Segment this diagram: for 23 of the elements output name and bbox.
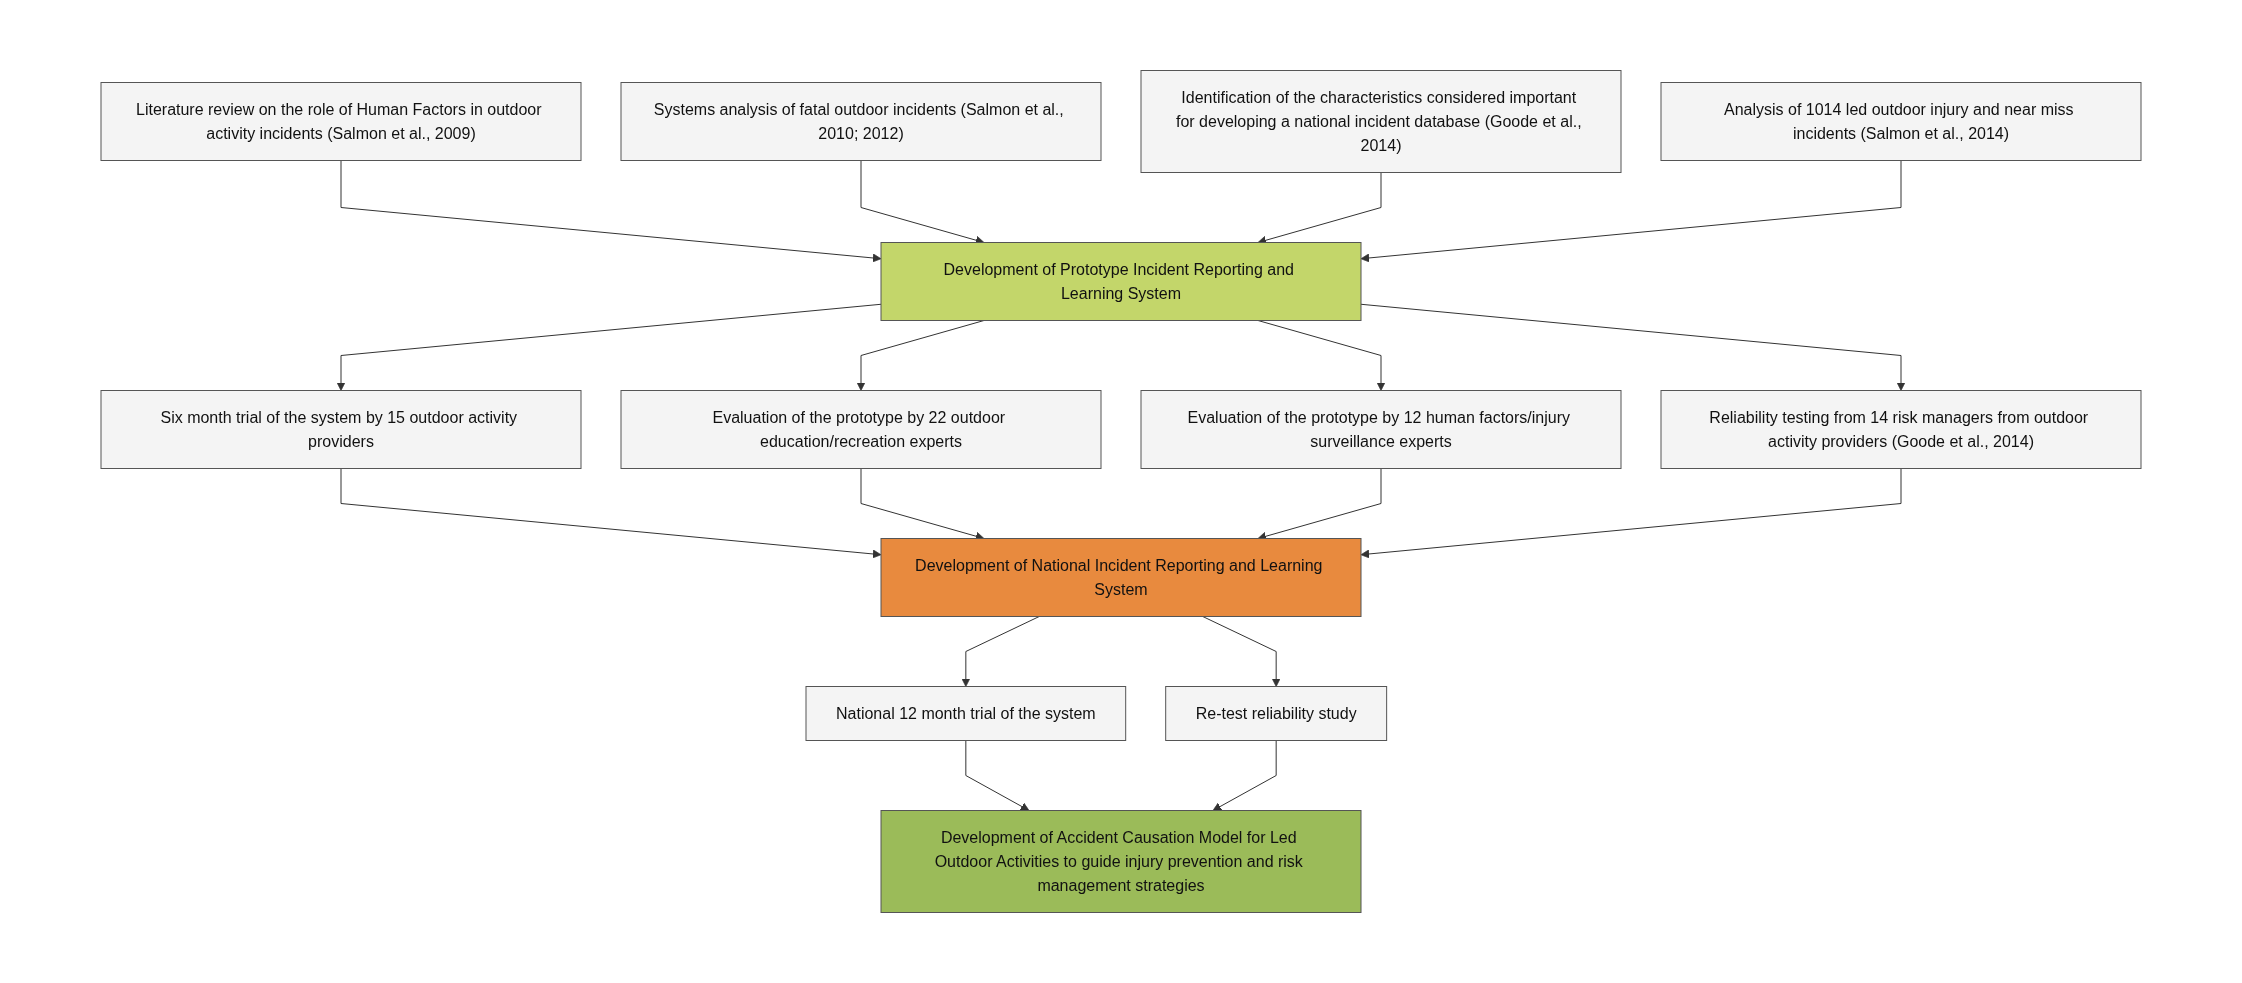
arrow [340,468,882,559]
arrow [1360,303,1906,391]
node-box: Development of Accident Causation Model for Led Outdoor Activities to guide injury prevention and risk management strategies [880,810,1362,913]
node-box: Evaluation of the prototype by 22 outdoor education/recreation experts [620,390,1102,469]
arrow [1360,468,1902,559]
node-box: National 12 month trial of the system [805,686,1127,741]
arrow [340,160,882,263]
node-box: Six month trial of the system by 15 outdoor activity providers [100,390,582,469]
arrow [1360,160,1902,263]
node-box: Systems analysis of fatal outdoor incidents (Salmon et al., 2010; 2012) [620,82,1102,161]
node-box: Analysis of 1014 led outdoor injury and near miss incidents (Salmon et al., 2014) [1660,82,2142,161]
node-box: Literature review on the role of Human Factors in outdoor activity incidents (Salmon et al., 2009) [100,82,582,161]
node-box: Re-test reliability study [1165,686,1388,741]
arrow [1212,740,1277,811]
node-box: Development of Prototype Incident Reporting and Learning System [880,242,1362,321]
arrow [1202,616,1281,687]
arrow [965,740,1030,811]
node-box: Identification of the characteristics considered important for developing a national incident database (Goode et al., 2014) [1140,70,1622,173]
node-box: Evaluation of the prototype by 12 human factors/injury surveillance experts [1140,390,1622,469]
arrow [336,303,882,391]
node-box: Development of National Incident Reporting and Learning System [880,538,1362,617]
node-box: Reliability testing from 14 risk managers from outdoor activity providers (Goode et al., 2014) [1660,390,2142,469]
arrow [961,616,1040,687]
